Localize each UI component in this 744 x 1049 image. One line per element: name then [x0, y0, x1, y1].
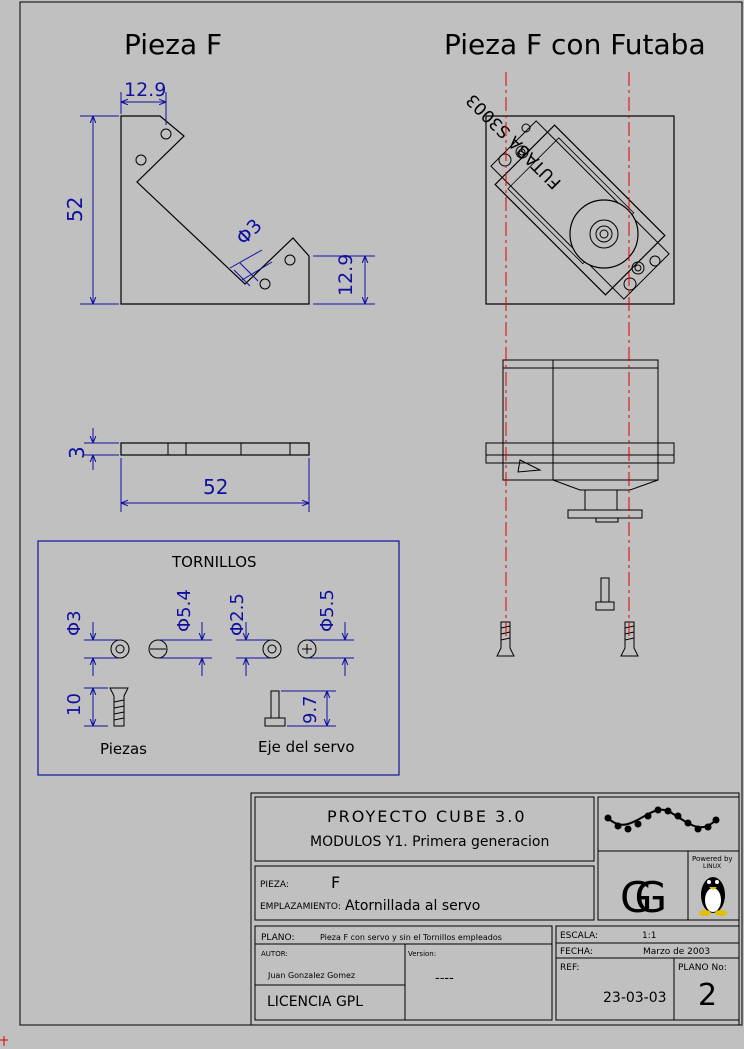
label-eje-servo: Eje del servo [258, 738, 355, 756]
fecha-value: Marzo de 2003 [643, 947, 710, 957]
title-block [250, 792, 740, 1026]
plano-no-label: PLANO No: [678, 963, 727, 973]
pieza-label: PIEZA: [260, 880, 289, 890]
label-piezas: Piezas [100, 740, 147, 758]
ref-value: 23-03-03 [603, 990, 667, 1006]
autor-label: AUTOR: [261, 950, 288, 958]
origin-marker [0, 1036, 8, 1046]
dim-right-tab: 12.9 [335, 254, 357, 296]
tornillos-box [37, 540, 400, 776]
autor-value: Juan Gonzalez Gomez [267, 971, 355, 980]
escala-value: 1:1 [642, 931, 656, 941]
screw-len-2: 9.7 [300, 695, 321, 724]
emplazamiento-value: Atornillada al servo [345, 898, 480, 914]
piece-front-view [120, 115, 310, 305]
tornillos-title: TORNILLOS [171, 553, 257, 571]
servo-assembly-side [485, 359, 675, 523]
screw-dim-2: Φ5.4 [174, 589, 195, 632]
ref-label: REF: [560, 963, 579, 973]
project-title: PROYECTO CUBE 3.0 [327, 807, 527, 826]
emplazamiento-label: EMPLAZAMIENTO: [260, 902, 341, 912]
sheet-border [19, 1, 743, 1026]
wave-logo [604, 806, 720, 833]
plano-no-value: 2 [698, 978, 717, 1013]
screw-len-1: 10 [64, 693, 85, 716]
escala-label: ESCALA: [560, 931, 598, 941]
version-value: ---- [435, 971, 454, 986]
modules-text: MODULOS Y1. Primera generacion [310, 834, 549, 850]
dim-height: 52 [63, 197, 87, 222]
servo-screws [496, 577, 639, 657]
tornillos-dimensions [84, 622, 354, 727]
tux-icon [699, 877, 727, 916]
center-lines [505, 72, 630, 640]
linux-text: LINUX [703, 863, 721, 870]
version-label: Version: [408, 950, 436, 958]
tornillos-drawings [109, 639, 317, 727]
fecha-label: FECHA: [560, 947, 593, 957]
screw-dim-3: Φ2.5 [227, 593, 248, 636]
side-dimensions [84, 428, 310, 512]
powered-by-text: Powered by [692, 855, 733, 863]
dim-hole: Φ3 [232, 215, 267, 250]
screw-dim-4: Φ5.5 [317, 589, 338, 632]
plano-label: PLANO: [261, 933, 295, 943]
title-right: Pieza F con Futaba [444, 28, 706, 61]
screw-dim-1: Φ3 [64, 610, 85, 636]
servo-assembly-front: FUTABA S3003 [463, 90, 675, 305]
dim-top-width: 12.9 [124, 79, 166, 101]
licencia-text: LICENCIA GPL [267, 994, 363, 1010]
plano-value: Pieza F con servo y sin el Tornillos emp… [320, 933, 502, 942]
piece-side-view [120, 442, 310, 456]
dim-length: 52 [203, 475, 228, 499]
gg-logo: GG [620, 873, 665, 922]
front-dimensions [80, 92, 375, 305]
pieza-value: F [331, 873, 340, 892]
title-left: Pieza F [124, 28, 222, 61]
dim-thickness: 3 [65, 446, 89, 459]
